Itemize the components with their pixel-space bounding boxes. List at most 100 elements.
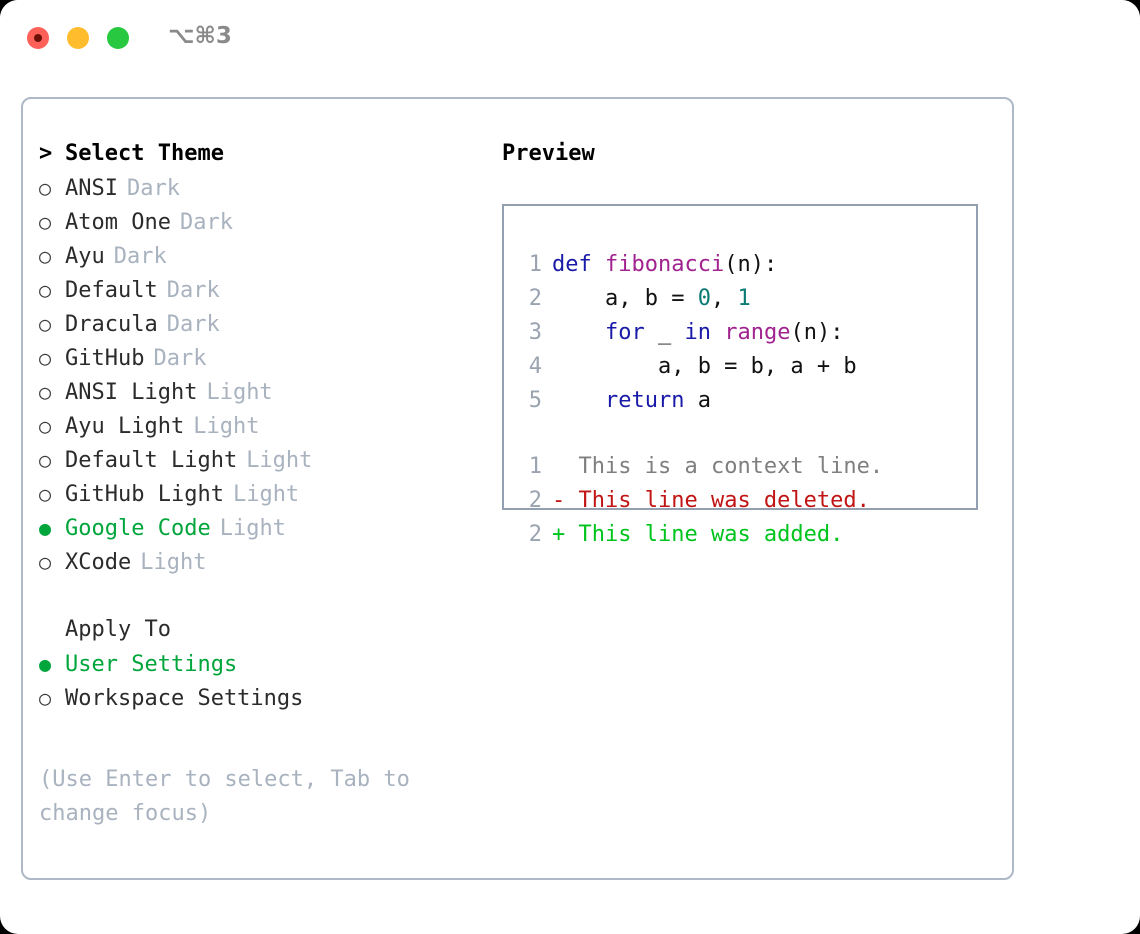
theme-variant-tag: Dark [153, 346, 207, 371]
theme-option-google-code[interactable]: ● Google Code Light [39, 511, 479, 545]
theme-option-label: Ayu [65, 244, 105, 269]
maximize-button[interactable] [107, 27, 129, 49]
theme-option-label: ANSI Light [65, 380, 198, 405]
theme-variant-tag: Dark [166, 278, 220, 303]
theme-option-github[interactable]: ○ GitHub Dark [39, 341, 479, 375]
code-token-kw: in [684, 320, 711, 345]
radio-unselected-icon: ○ [39, 244, 52, 268]
theme-variant-tag: Light [140, 550, 207, 575]
theme-option-xcode[interactable]: ○ XCode Light [39, 545, 479, 579]
diff-line-ctx: 1 This is a context line. [516, 450, 968, 484]
radio-unselected-icon: ○ [39, 176, 52, 200]
radio-unselected-icon: ○ [39, 278, 52, 302]
radio-unselected-icon: ○ [39, 346, 52, 370]
radio-unselected-icon: ○ [39, 312, 52, 336]
apply-to-label: Apply To [65, 617, 171, 642]
theme-option-label: GitHub [65, 346, 145, 371]
theme-option-atom-one[interactable]: ○ Atom One Dark [39, 205, 479, 239]
keyboard-hint-text: (Use Enter to select, Tab to change focu… [39, 767, 410, 826]
apply-to-option-label: User Settings [65, 652, 238, 677]
diff-sample: 1 This is a context line.2- This line wa… [516, 450, 968, 552]
code-token-num: 0 [697, 286, 711, 311]
radio-unselected-icon: ○ [39, 686, 52, 710]
code-token-plain: a, b = [552, 286, 698, 311]
code-token-plain: _ [644, 320, 685, 345]
radio-unselected-icon: ○ [39, 210, 52, 234]
line-number: 1 [528, 252, 542, 277]
theme-option-label: GitHub Light [65, 482, 224, 507]
prompt-caret-icon: > [39, 141, 53, 166]
code-token-kw: return [604, 388, 685, 413]
apply-to-options-list: ● User Settings ○ Workspace Settings [39, 647, 479, 715]
theme-variant-tag: Light [206, 380, 273, 405]
theme-variant-tag: Dark [179, 210, 233, 235]
diff-line-del: 2- This line was deleted. [516, 484, 968, 518]
title-bar: ⌥⌘3 [0, 0, 1140, 78]
theme-option-default[interactable]: ○ Default Dark [39, 273, 479, 307]
radio-selected-icon: ● [39, 516, 52, 540]
radio-selected-icon: ● [39, 652, 52, 676]
theme-variant-tag: Dark [166, 312, 220, 337]
theme-variant-tag: Light [193, 414, 260, 439]
code-token-plain [552, 320, 605, 345]
apply-to-option-workspace-settings[interactable]: ○ Workspace Settings [39, 681, 479, 715]
diff-text: This line was added. [578, 522, 844, 547]
code-token-plain [552, 388, 605, 413]
line-number: 2 [528, 488, 542, 513]
theme-option-label: Atom One [65, 210, 171, 235]
theme-option-label: XCode [65, 550, 132, 575]
minimize-button[interactable] [67, 27, 89, 49]
line-number: 5 [528, 388, 542, 413]
apply-to-option-label: Workspace Settings [65, 686, 304, 711]
diff-text: This line was deleted. [578, 488, 870, 513]
line-number: 3 [528, 320, 542, 345]
code-token-num: 1 [737, 286, 751, 311]
section-spacer [39, 579, 479, 613]
diff-sign: - [552, 488, 579, 513]
diff-sign [552, 454, 579, 479]
theme-option-ayu[interactable]: ○ Ayu Dark [39, 239, 479, 273]
theme-option-label: Google Code [65, 516, 211, 541]
theme-variant-tag: Light [232, 482, 300, 507]
apply-to-header: Apply To [39, 613, 479, 647]
line-number: 2 [528, 286, 542, 311]
diff-text: This is a context line. [578, 454, 884, 479]
keyboard-shortcut-label: ⌥⌘3 [168, 23, 232, 49]
line-number: 2 [528, 522, 542, 547]
diff-sign: + [552, 522, 579, 547]
diff-line-add: 2 + This line was added. [516, 518, 968, 552]
apply-to-option-user-settings[interactable]: ● User Settings [39, 647, 479, 681]
code-token-plain: a, b = b, a + b [552, 354, 857, 379]
code-token-plain [711, 320, 724, 345]
code-token-plain: a [684, 388, 711, 413]
code-token-plain: , [710, 286, 738, 311]
theme-variant-tag: Dark [126, 176, 180, 201]
theme-variant-tag: Dark [113, 244, 167, 269]
code-token-kw: for [604, 320, 645, 345]
theme-option-label: Ayu Light [65, 414, 185, 439]
code-line: 4 a, b = b, a + b [516, 350, 968, 384]
radio-unselected-icon: ○ [39, 550, 52, 574]
select-theme-header: >Select Theme [39, 137, 479, 171]
preview-title: Preview [502, 141, 595, 166]
theme-option-label: Default [65, 278, 158, 303]
code-token-fn: fibonacci [604, 252, 725, 277]
radio-unselected-icon: ○ [39, 448, 52, 472]
close-button[interactable] [27, 27, 49, 49]
theme-variant-tag: Light [219, 516, 286, 541]
code-line: 5 return a [516, 384, 968, 418]
theme-variant-tag: Light [246, 448, 313, 473]
